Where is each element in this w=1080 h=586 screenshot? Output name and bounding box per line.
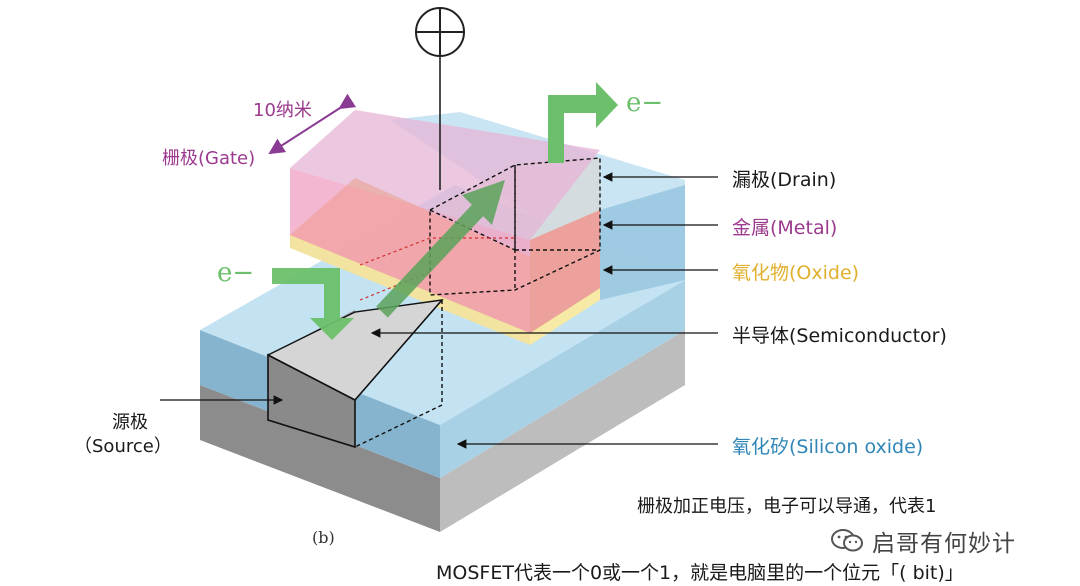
dimension-arrow xyxy=(268,93,357,155)
metal-label: 金属(Metal) xyxy=(732,217,838,239)
electron-in-label: e− xyxy=(217,258,255,288)
gate-label: 栅极(Gate) xyxy=(162,148,256,169)
drain-label: 漏极(Drain) xyxy=(732,169,837,191)
leader-lines xyxy=(160,172,718,449)
panel-label: (b) xyxy=(312,528,335,547)
source-label-line2: （Source） xyxy=(74,436,172,457)
caption-line1: 栅极加正电压，电子可以导通，代表1 xyxy=(637,496,937,517)
electron-out-label: e− xyxy=(626,88,664,118)
semiconductor-label: 半导体(Semiconductor) xyxy=(732,325,947,347)
watermark: 启哥有何妙计 xyxy=(830,524,1016,558)
oxide-label: 氧化物(Oxide) xyxy=(732,262,860,284)
silicon-oxide-label: 氧化矽(Silicon oxide) xyxy=(732,436,924,458)
dimension-label: 10纳米 xyxy=(253,100,312,121)
positive-terminal-icon xyxy=(415,7,465,57)
watermark-text: 启哥有何妙计 xyxy=(872,531,1016,557)
substrate xyxy=(200,330,685,532)
caption-line2: MOSFET代表一个0或一个1，就是电脑里的一个位元「( bit)」 xyxy=(436,562,964,584)
source-label-line1: 源极 xyxy=(112,412,148,433)
electron-out-arrow xyxy=(548,82,618,163)
electron-in-arrow xyxy=(272,268,354,340)
gate-box xyxy=(290,110,600,333)
channel-dashed-outline xyxy=(354,157,601,448)
wechat-icon xyxy=(831,529,863,552)
channel-flow-arrow xyxy=(376,180,505,318)
